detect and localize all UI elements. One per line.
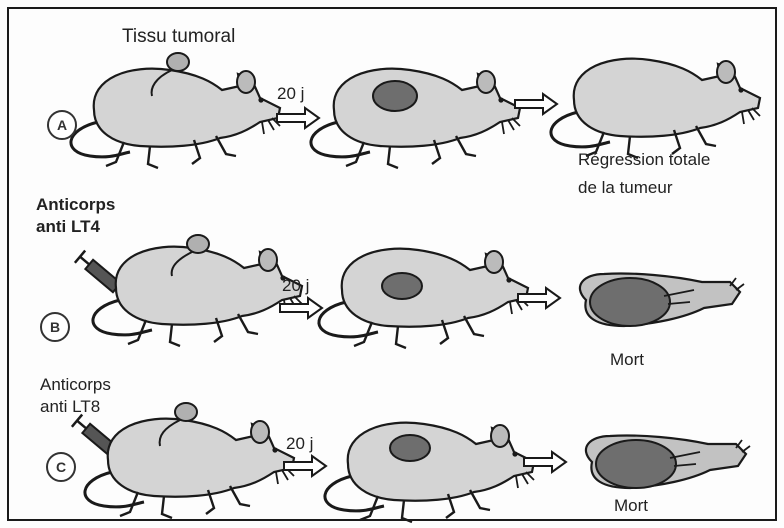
row-c-marker: C <box>46 452 76 482</box>
row-c-outcome: Mort <box>614 496 648 516</box>
mouse-icon <box>551 59 760 158</box>
mouse-icon <box>93 247 302 346</box>
row-a-delay: 20 j <box>277 84 304 104</box>
dead-mouse-icon <box>580 273 744 326</box>
dead-mouse-icon <box>586 435 750 488</box>
row-b-treatment: Anticorps anti LT4 <box>36 194 115 238</box>
mouse-icon <box>325 423 534 522</box>
arrow-icon <box>280 298 322 318</box>
row-a-outcome: Régression totale de la tumeur <box>578 146 710 202</box>
row-c <box>72 403 750 522</box>
row-a-marker: A <box>47 110 77 140</box>
tumor-fragment-icon <box>187 235 209 253</box>
row-b-outcome: Mort <box>610 350 644 370</box>
tumor-icon <box>390 435 430 461</box>
row-b-delay: 20 j <box>282 276 309 296</box>
mouse-icon <box>71 69 280 168</box>
arrow-icon <box>277 108 319 128</box>
mouse-icon <box>311 69 520 168</box>
tumor-fragment-icon <box>175 403 197 421</box>
tumor-fragment-icon <box>167 53 189 71</box>
arrow-icon <box>515 94 557 114</box>
row-b <box>75 235 744 348</box>
tumor-icon <box>382 273 422 299</box>
mouse-icon <box>319 249 528 348</box>
tumor-icon <box>373 81 417 111</box>
row-c-delay: 20 j <box>286 434 313 454</box>
tissu-tumoral-label: Tissu tumoral <box>122 26 235 48</box>
mouse-icon <box>85 419 294 518</box>
row-b-marker: B <box>40 312 70 342</box>
row-c-treatment: Anticorps anti LT8 <box>40 374 111 418</box>
